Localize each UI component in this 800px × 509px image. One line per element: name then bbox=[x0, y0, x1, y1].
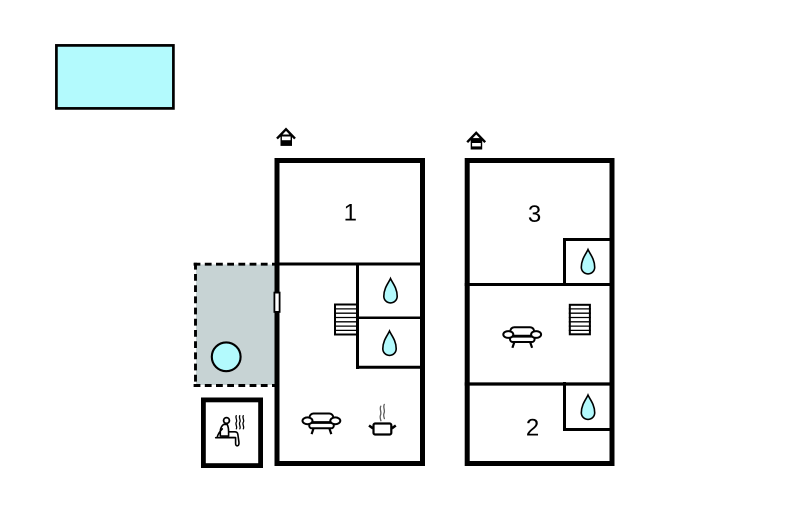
svg-text:1: 1 bbox=[344, 200, 357, 227]
svg-text:3: 3 bbox=[528, 201, 541, 228]
svg-text:2: 2 bbox=[526, 415, 539, 442]
